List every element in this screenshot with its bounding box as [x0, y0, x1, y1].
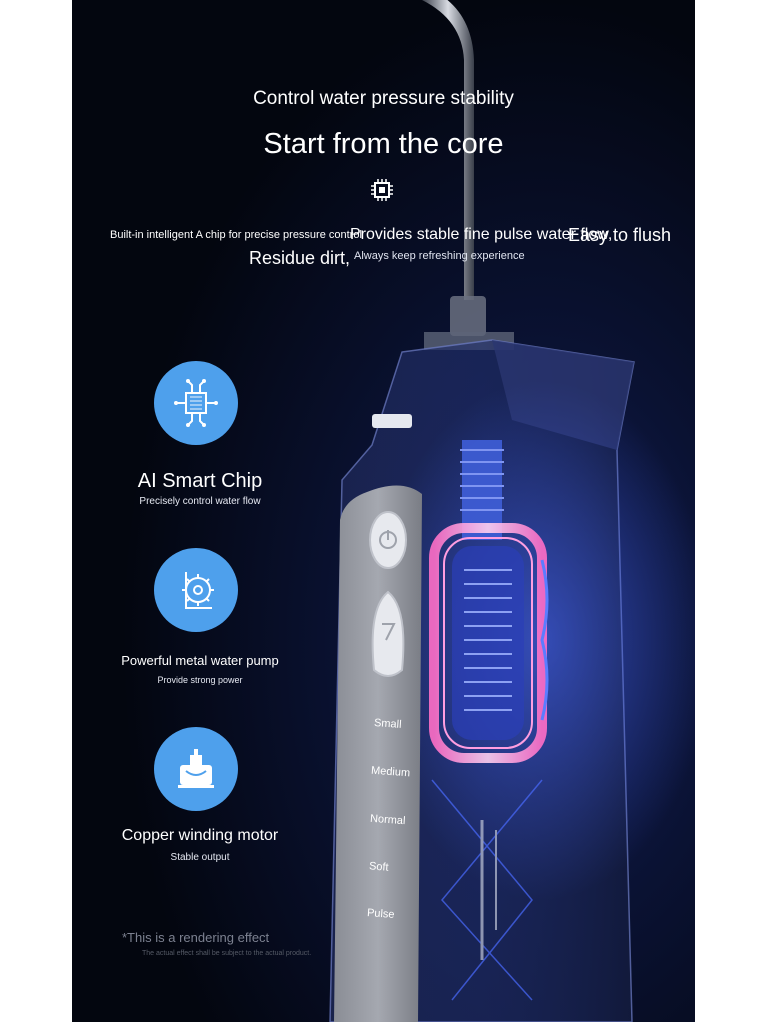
product-poster: Small Medium Normal Soft Pulse Control w… [72, 0, 695, 1022]
header-subtitle: Control water pressure stability [253, 88, 514, 109]
feature-ai-chip-subtitle: Precisely control water flow [139, 496, 261, 507]
feature-motor-badge [154, 727, 238, 811]
nozzle-base [450, 296, 486, 336]
motor-coil [429, 523, 549, 763]
disclaimer-subtext: The actual effect shall be subject to th… [142, 950, 312, 957]
disclaimer: *This is a rendering effect [122, 930, 270, 945]
power-button[interactable] [369, 511, 407, 569]
description-line-3: Easy to flush [568, 225, 672, 245]
feature-water-pump-badge [154, 548, 238, 632]
feature-water-pump-subtitle: Provide strong power [157, 675, 243, 685]
water-pump-icon [182, 572, 214, 609]
feature-ai-chip-title: AI Smart Chip [137, 470, 263, 492]
header-title: Start from the core [263, 128, 504, 160]
nozzle [422, 0, 474, 300]
feature-motor-title: Copper winding motor [121, 827, 279, 844]
mode-label-normal: Normal [369, 812, 406, 828]
control-panel [334, 485, 422, 1022]
description-line-5: Always keep refreshing experience [354, 250, 525, 262]
mode-button[interactable] [371, 590, 405, 677]
mode-label-pulse: Pulse [366, 907, 395, 921]
water-flosser-illustration [329, 0, 695, 1022]
description-line-1: Built-in intelligent A chip for precise … [110, 229, 362, 241]
feature-water-pump-title: Powerful metal water pump [121, 653, 279, 668]
description-line-4: Residue dirt, [249, 248, 351, 268]
motor-icon [178, 749, 214, 788]
pump-lines [431, 779, 543, 1001]
mode-label-soft: Soft [368, 860, 389, 874]
ai-chip-icon [174, 379, 218, 427]
feature-motor-subtitle: Stable output [170, 852, 230, 863]
feature-ai-chip-badge [154, 361, 238, 445]
description-line-2: Provides stable fine pulse water flow, [350, 226, 613, 243]
release-tab [372, 414, 412, 428]
mode-label-small: Small [373, 717, 402, 731]
chip-icon [371, 179, 393, 201]
